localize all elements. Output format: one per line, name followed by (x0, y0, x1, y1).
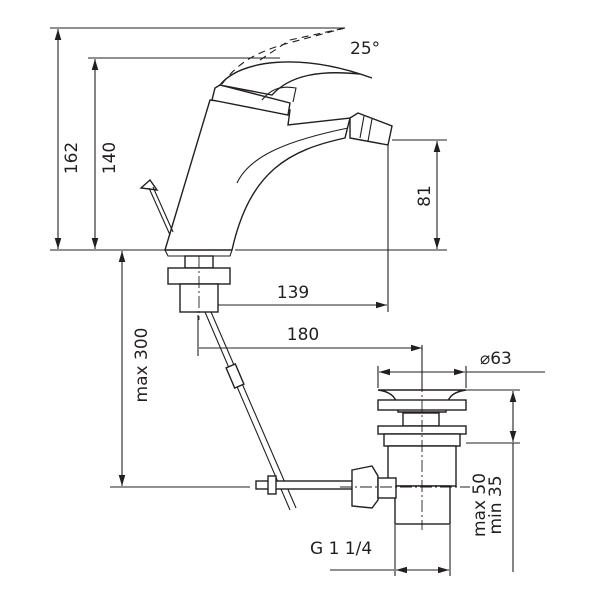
label-thread: G 1 1/4 (310, 539, 372, 559)
label-angle: 25° (350, 39, 380, 59)
label-max-50: max 50 (470, 473, 490, 537)
label-81: 81 (415, 185, 435, 207)
popup-rod (139, 178, 174, 236)
label-diameter: ⌀63 (480, 349, 512, 369)
extension-lines (50, 27, 520, 576)
label-162: 162 (62, 142, 82, 174)
label-min-35: min 35 (486, 475, 506, 534)
mixer-body (164, 27, 393, 257)
label-140: 140 (100, 142, 120, 174)
dimension-lines (54, 29, 545, 574)
label-180: 180 (287, 325, 319, 345)
dimension-labels: 25° 162 140 81 139 180 ⌀63 max 300 max 5… (62, 39, 512, 559)
drain-assembly (340, 360, 470, 530)
base-connector (167, 255, 231, 320)
label-139: 139 (277, 283, 309, 303)
label-max-300: max 300 (132, 328, 152, 403)
